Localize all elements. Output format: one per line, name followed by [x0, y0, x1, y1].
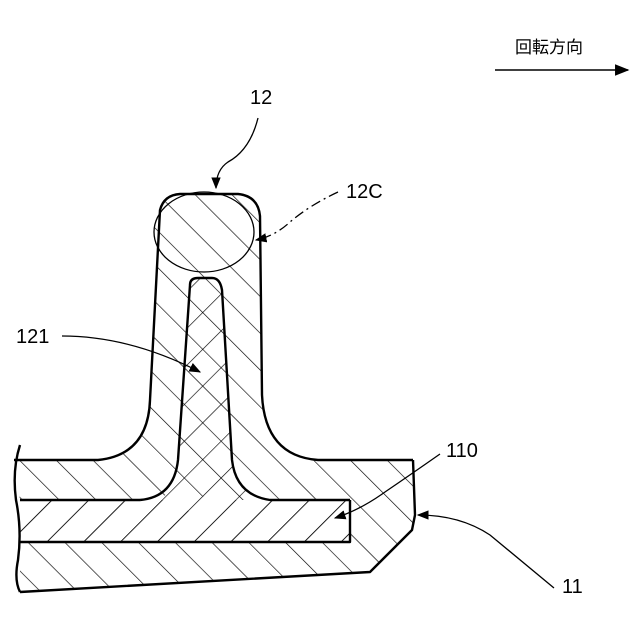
- label-12c: 12C: [346, 181, 383, 203]
- leader-12c: [256, 192, 338, 240]
- leader-11: [418, 515, 554, 588]
- label-110: 110: [446, 440, 478, 462]
- leader-12: [216, 118, 258, 188]
- label-12: 12: [250, 87, 272, 109]
- label-11: 11: [562, 576, 583, 598]
- label-121: 121: [16, 326, 49, 348]
- rotation-direction-label: 回転方向: [515, 38, 583, 58]
